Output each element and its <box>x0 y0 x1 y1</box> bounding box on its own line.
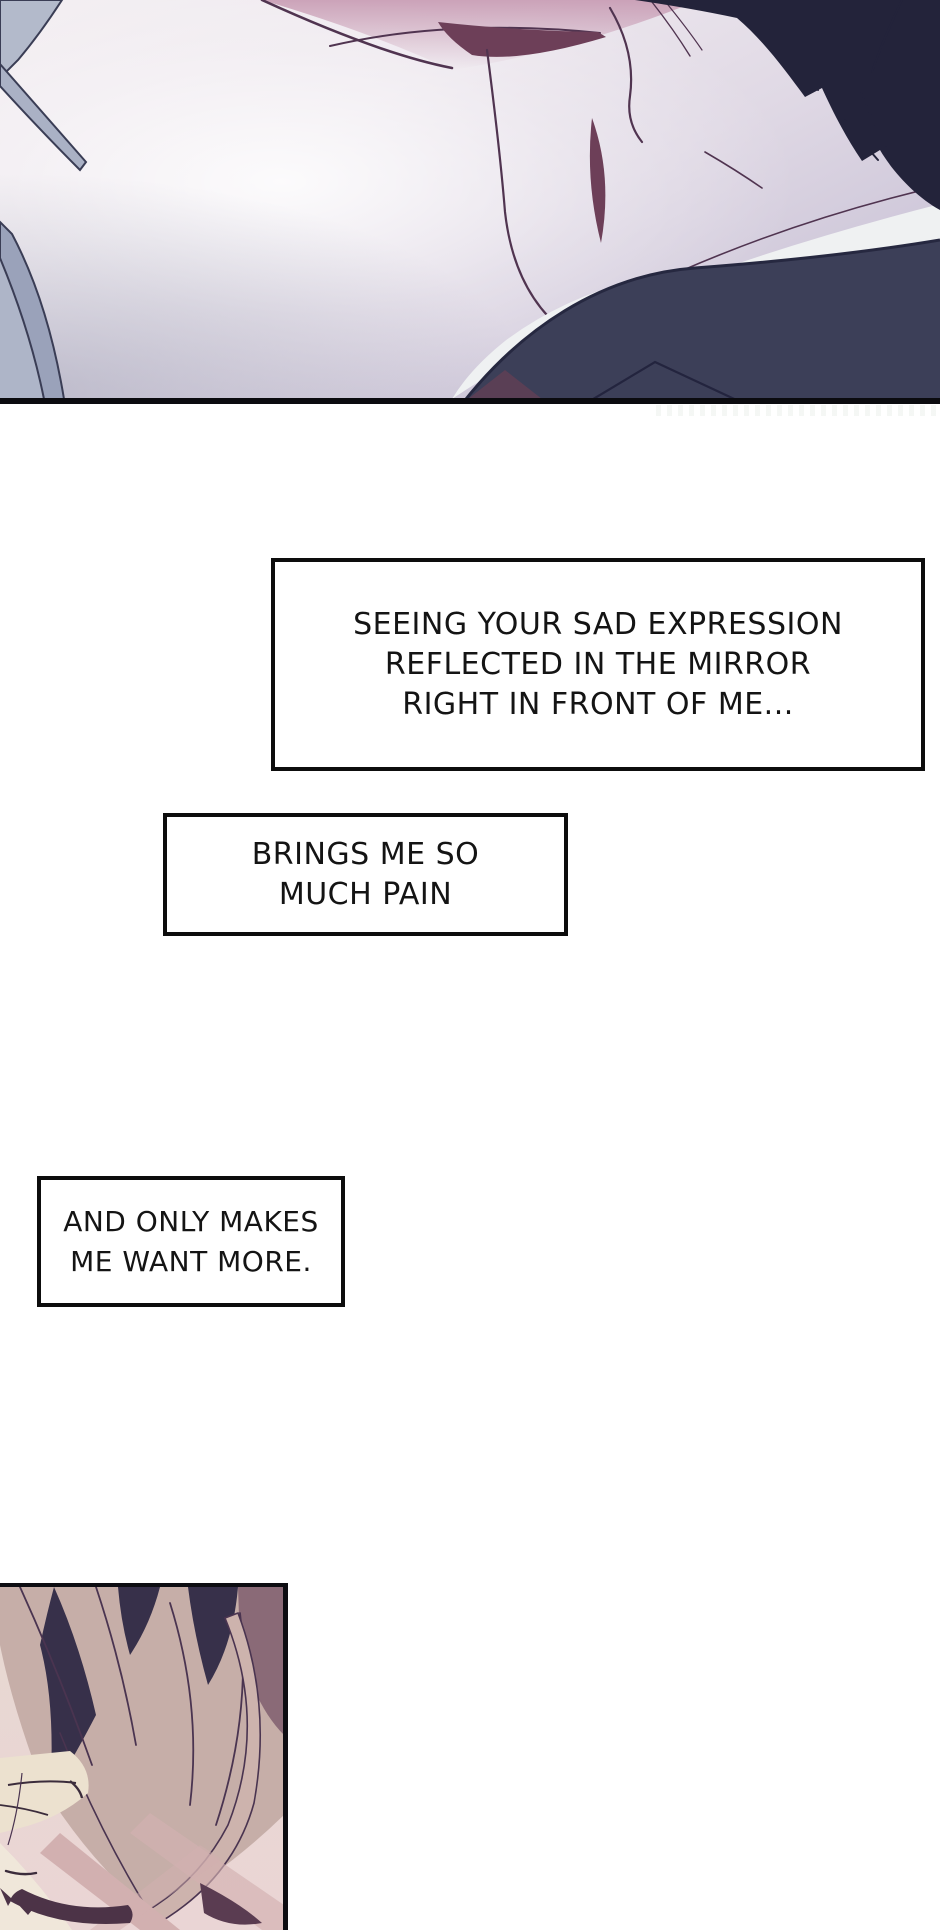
shoulder-shade-wedge <box>468 370 542 399</box>
caption-line: MUCH PAIN <box>278 876 453 912</box>
shoulder-outline <box>460 238 940 404</box>
collar-white <box>452 204 940 399</box>
caption-line: SEEING YOUR SAD EXPRESSION <box>353 606 843 642</box>
hair-shadow-right <box>238 1587 284 1735</box>
hair-shape <box>635 0 940 210</box>
faint-watermark <box>656 405 938 416</box>
caption-box-3: AND ONLY MAKES ME WANT MORE. <box>37 1176 345 1307</box>
clavicle-shadow <box>589 118 606 243</box>
caption-box-2: BRINGS ME SO MUCH PAIN <box>163 813 568 936</box>
hair-strand-lines <box>769 0 903 161</box>
panel-border-right <box>283 1583 288 1930</box>
chin-shadow <box>438 22 606 57</box>
caption-line: RIGHT IN FRONT OF ME... <box>402 686 794 722</box>
lash-and-brow <box>0 1869 262 1925</box>
caption-line: REFLECTED IN THE MIRROR <box>384 646 812 682</box>
caption-line: ME WANT MORE. <box>70 1244 312 1278</box>
caption-line: BRINGS ME SO <box>251 836 480 872</box>
top-panel-artwork <box>0 0 940 404</box>
bottom-panel-artwork <box>0 1583 288 1930</box>
foreground-strands <box>0 0 88 400</box>
closed-eye-area <box>0 1751 89 1846</box>
shoulder-shape <box>462 240 940 404</box>
caption-line: AND ONLY MAKES <box>63 1204 319 1238</box>
caption-box-1: SEEING YOUR SAD EXPRESSION REFLECTED IN … <box>271 558 925 771</box>
panel-border-top <box>0 1583 288 1587</box>
collar-seam-line <box>584 360 746 404</box>
hair-chunks-dark <box>40 1587 238 1795</box>
panel-divider-line <box>0 398 940 404</box>
